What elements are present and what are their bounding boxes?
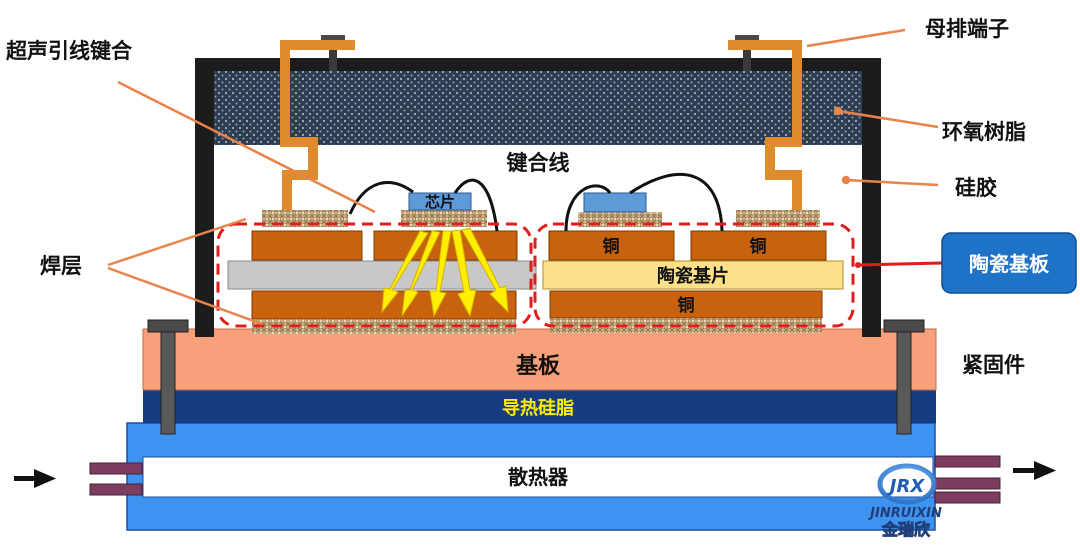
label-copper-top-left: 铜	[603, 236, 620, 257]
label-ceramic-substrate: 陶瓷基板	[969, 252, 1050, 276]
label-epoxy-resin: 环氧树脂	[942, 120, 1026, 144]
ceramic-substrate-outline-right	[533, 222, 855, 328]
ceramic-right	[542, 260, 844, 290]
label-copper-top-right: 铜	[750, 236, 767, 257]
baseplate	[142, 328, 937, 391]
outflow-arrow-icon	[1013, 461, 1056, 480]
heat-flow-arrows-icon	[381, 227, 509, 318]
logo-brand-cn: 金瑞欣	[881, 520, 930, 539]
fastener-right	[883, 319, 925, 435]
pipe-left-top	[89, 462, 143, 475]
logo-mark: JRX	[887, 476, 926, 497]
heatsink-channel	[142, 456, 934, 498]
copper-top-right-a	[548, 230, 675, 261]
brand-logo: JRX JINRUIXIN 金瑞欣	[867, 463, 942, 539]
pipe-right-3	[934, 491, 1001, 504]
bonding-wires	[348, 172, 724, 232]
pipe-right-1	[934, 455, 1001, 468]
label-ultrasonic-bonding: 超声引线键合	[6, 39, 133, 63]
label-busbar-terminal: 母排端子	[925, 17, 1009, 41]
leader-lines	[107, 28, 939, 326]
busbar-terminal-left	[280, 35, 355, 210]
logo-brand-latin: JINRUIXIN	[867, 506, 942, 521]
label-solder-layer: 焊层	[40, 254, 82, 278]
leader-line-ceramic	[855, 261, 943, 268]
fastener-left	[147, 319, 189, 435]
thermal-grease-layer	[143, 390, 936, 423]
inflow-arrow-icon	[14, 469, 56, 488]
label-ceramic-sheet: 陶瓷基片	[657, 265, 729, 287]
epoxy-resin-layer	[214, 71, 862, 145]
label-thermal-grease: 导热硅脂	[502, 397, 574, 419]
chip-left	[408, 192, 472, 211]
label-bonding-wire: 键合线	[507, 151, 570, 175]
chip-right	[583, 192, 647, 213]
pipe-right-2	[934, 477, 1001, 490]
copper-top-right-b	[690, 230, 827, 261]
solder-bottom-right	[550, 318, 822, 333]
logo-ring-icon	[877, 463, 937, 505]
copper-bottom-right	[549, 290, 823, 319]
label-silicone-gel: 硅胶	[955, 176, 997, 200]
ceramic-substrate-badge	[941, 232, 1077, 294]
label-baseplate: 基板	[516, 354, 561, 379]
copper-top-left-a	[251, 230, 363, 261]
pipe-left-bottom	[89, 483, 143, 496]
label-chip: 芯片	[425, 193, 455, 211]
busbar-terminal-right	[728, 35, 802, 210]
label-heatsink: 散热器	[508, 465, 569, 489]
label-fastener: 紧固件	[962, 353, 1025, 377]
housing-frame	[195, 58, 881, 337]
label-copper-bottom: 铜	[678, 295, 695, 316]
